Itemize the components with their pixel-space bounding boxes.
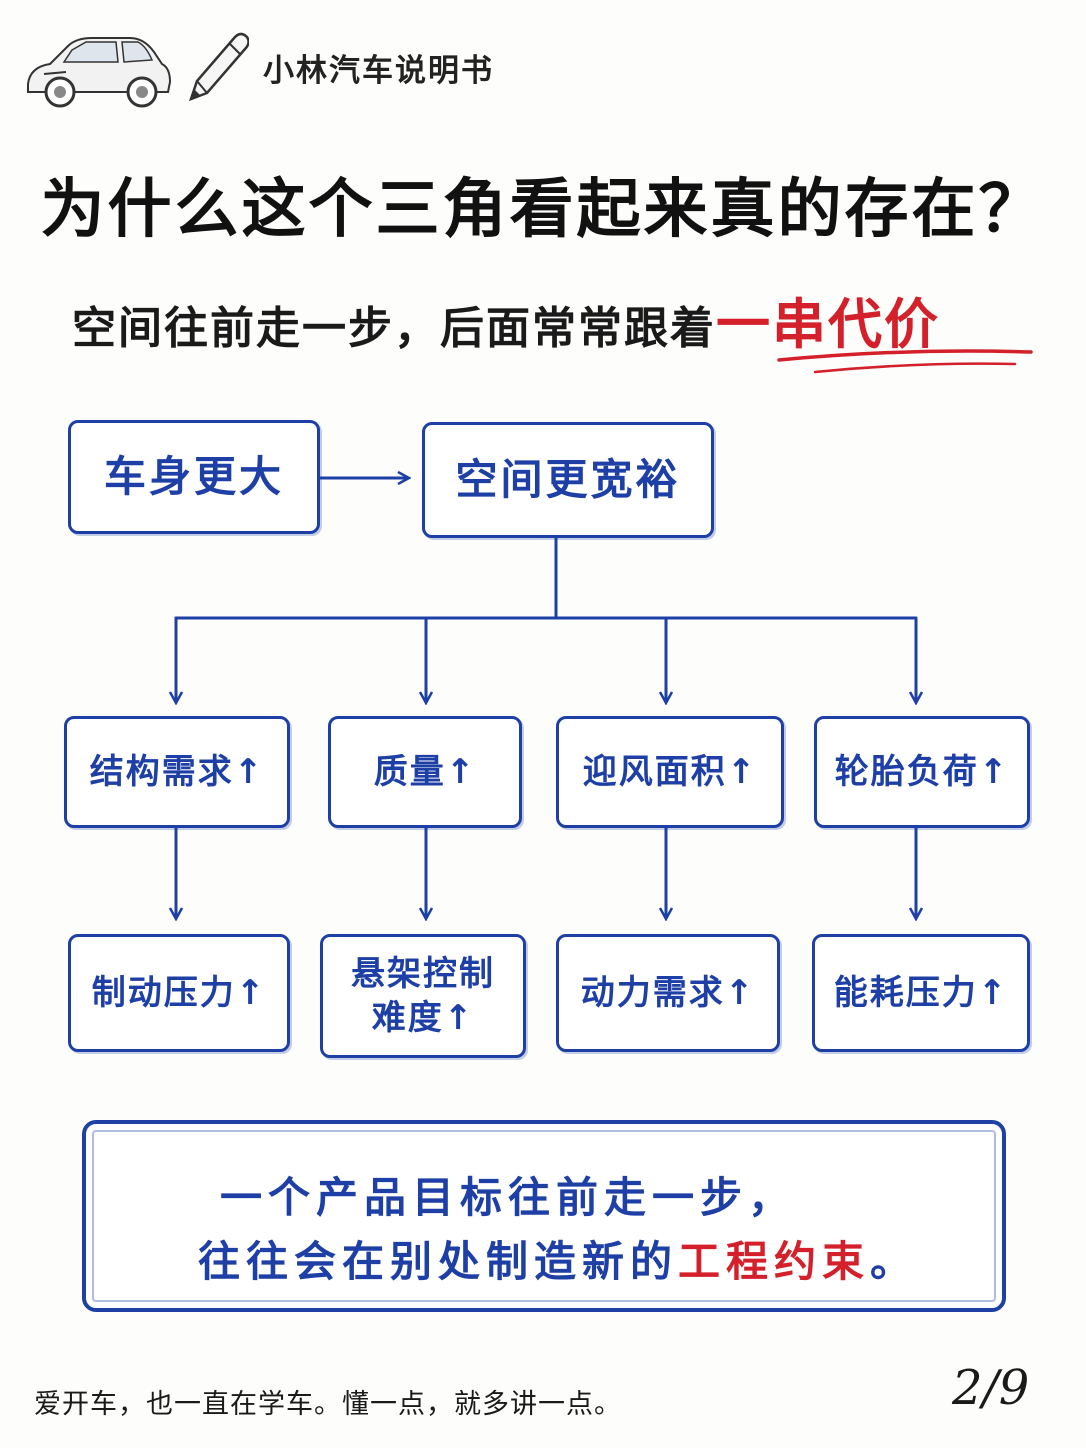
car-icon <box>27 37 172 108</box>
node-suspension-line1: 悬架控制 <box>351 953 495 994</box>
note-highlight: 工程约束 <box>678 1237 871 1286</box>
node-frontal-area: 迎风面积↑ <box>556 716 784 828</box>
conclusion-note: 一个产品目标往前走一步， 往往会在别处制造新的工程约束。 <box>82 1120 1006 1312</box>
node-suspension-line2: 难度↑ <box>371 998 475 1038</box>
node-energy: 能耗压力↑ <box>812 934 1030 1052</box>
node-target: 空间更宽裕 <box>422 422 714 538</box>
note-line-2-suffix: 。 <box>870 1237 919 1286</box>
page-number: 2/9 <box>952 1360 1030 1416</box>
note-line-1: 一个产品目标往前走一步， <box>220 1173 797 1222</box>
node-mass: 质量↑ <box>328 716 522 828</box>
node-structure: 结构需求↑ <box>64 716 290 828</box>
subtitle: 空间往前走一步，后面常常跟着一串代价 <box>72 280 940 359</box>
highlight-underline <box>777 349 1033 374</box>
page-title: 为什么这个三角看起来真的存在？ <box>40 173 1046 247</box>
subtitle-highlight: 一串代价 <box>716 293 940 356</box>
note-line-2-prefix: 往往会在别处制造新的 <box>198 1237 679 1286</box>
node-source: 车身更大 <box>68 420 320 534</box>
note-line-2: 往往会在别处制造新的工程约束。 <box>198 1228 918 1289</box>
footer-text: 爱开车，也一直在学车。懂一点，就多讲一点。 <box>34 1389 622 1420</box>
subtitle-prefix: 空间往前走一步，后面常常跟着 <box>72 303 716 354</box>
header: 小林汽车说明书 <box>20 22 494 112</box>
node-suspension: 悬架控制 难度↑ <box>320 934 526 1058</box>
pencil-icon <box>188 32 249 102</box>
brand-name: 小林汽车说明书 <box>263 52 494 89</box>
node-power: 动力需求↑ <box>556 934 780 1052</box>
node-braking: 制动压力↑ <box>68 934 290 1052</box>
node-tire-load: 轮胎负荷↑ <box>814 716 1030 828</box>
